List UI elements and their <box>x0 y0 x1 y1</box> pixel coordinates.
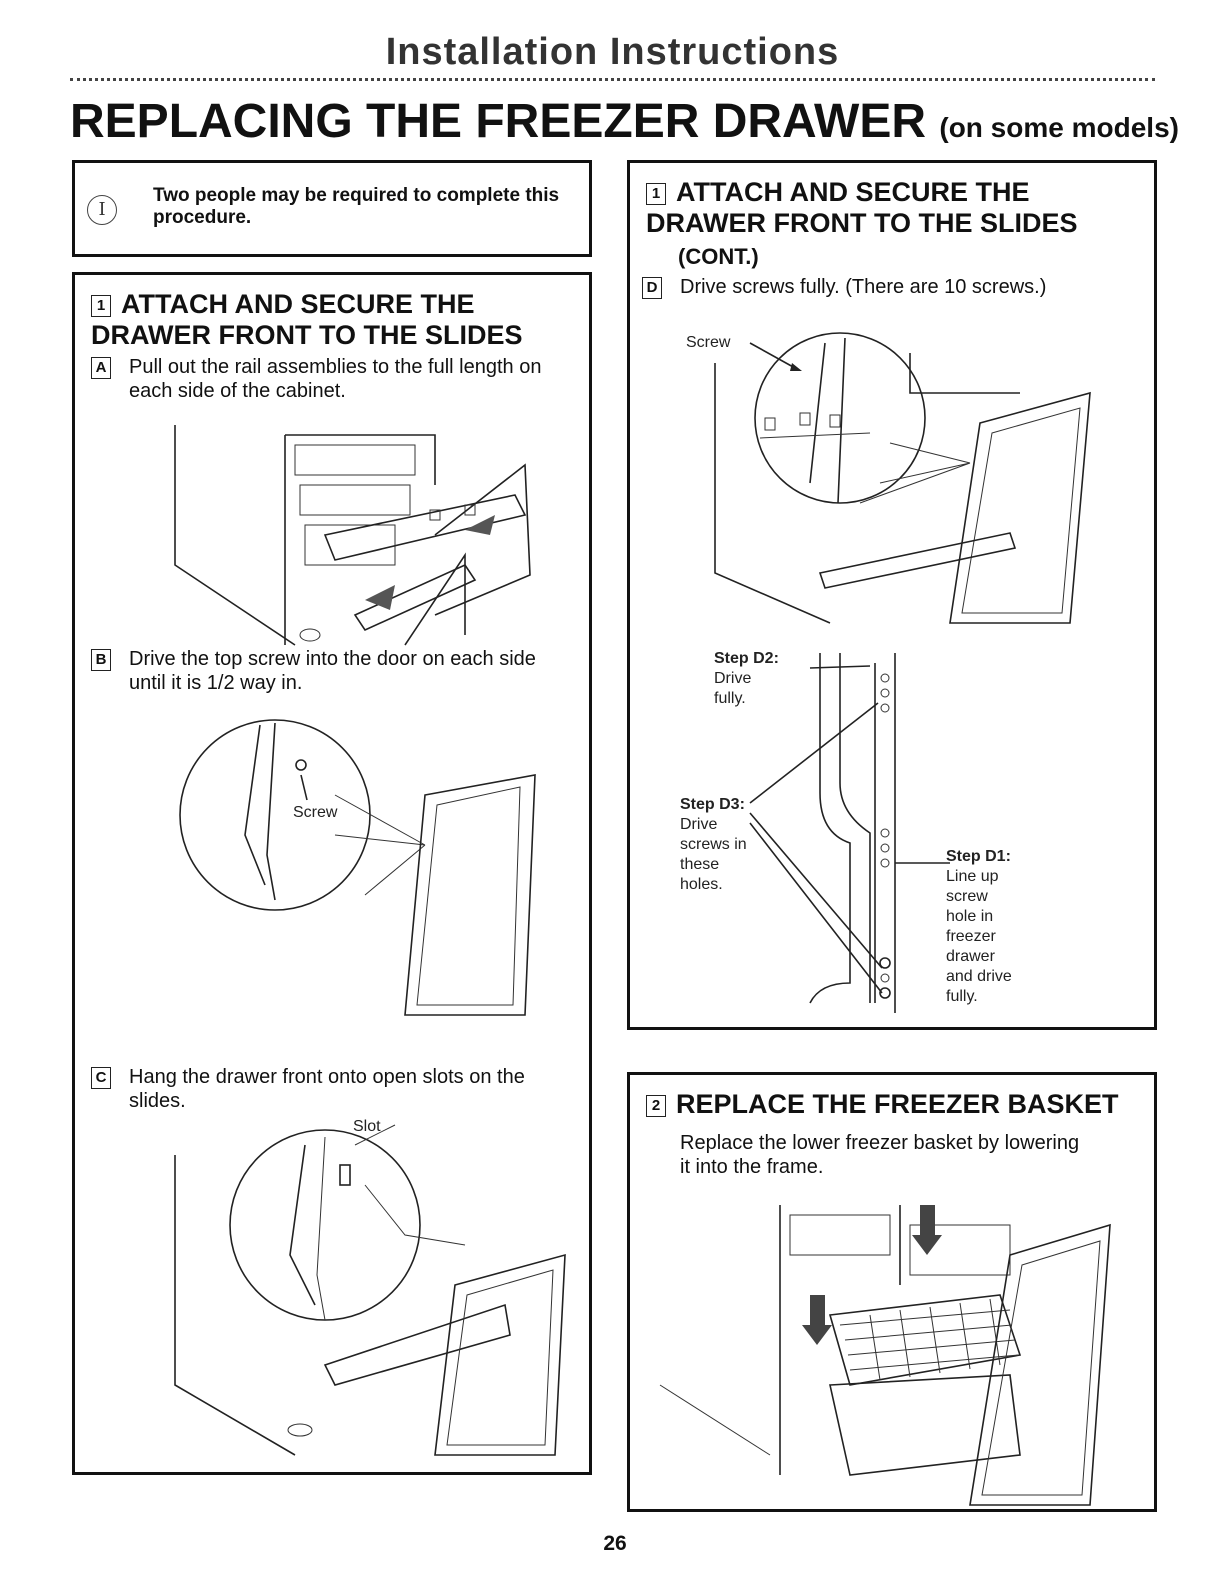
note-text: Two people may be required to complete t… <box>153 185 560 228</box>
section-title: REPLACING THE FREEZER DRAWER (on some mo… <box>70 92 1179 152</box>
info-circle-icon: I <box>87 195 117 225</box>
step-d3-title: Step D3: <box>680 796 745 813</box>
section-subtitle: (on some models) <box>939 112 1179 143</box>
step-d2-title: Step D2: <box>714 650 779 667</box>
substep-d: D Drive screws fully. (There are 10 scre… <box>642 275 1046 299</box>
substep-b-letter: B <box>91 649 111 671</box>
step-d1-text: Line up screw hole in freezer drawer and… <box>946 868 1012 1005</box>
step2-title: REPLACE THE FREEZER BASKET <box>676 1089 1119 1119</box>
label-screw-d: Screw <box>686 334 731 351</box>
callout-leader-lines <box>749 665 950 994</box>
step1-cont-label: (CONT.) <box>678 244 759 269</box>
label-step-d3: Step D3: Drive screws in these holes. <box>680 795 760 895</box>
label-screw-b: Screw <box>293 804 338 821</box>
label-slot: Slot <box>353 1118 381 1135</box>
substep-c: C Hang the drawer front onto open slots … <box>91 1065 525 1112</box>
step-d2-text: Drive fully. <box>714 670 752 707</box>
substep-c-text: Hang the drawer front onto open slots on… <box>129 1066 525 1112</box>
label-step-d1: Step D1: Line up screw hole in freezer d… <box>946 847 1016 1007</box>
illustration-top-screw <box>179 719 536 1016</box>
substep-a-text: Pull out the rail assemblies to the full… <box>129 356 542 402</box>
step-d3-text: Drive screws in these holes. <box>680 816 747 893</box>
illustration-rail-assemblies <box>174 425 531 646</box>
substep-c-letter: C <box>91 1067 111 1089</box>
step2-panel: 2 REPLACE THE FREEZER BASKET Replace the … <box>627 1072 1157 1512</box>
step1-cont-number: 1 <box>646 183 666 205</box>
illustration-hang-drawer <box>174 1124 566 1456</box>
step2-heading: 2 REPLACE THE FREEZER BASKET <box>646 1089 1146 1120</box>
substep-b: B Drive the top screw into the door on e… <box>91 647 536 694</box>
step1-title: ATTACH AND SECURE THE DRAWER FRONT TO TH… <box>91 289 523 350</box>
page-number: 26 <box>603 1532 627 1555</box>
substep-d-letter: D <box>642 277 662 299</box>
illustration-drive-screws <box>714 332 1091 624</box>
step2-text: Replace the lower freezer basket by lowe… <box>680 1132 1080 1178</box>
section-title-text: REPLACING THE FREEZER DRAWER <box>70 95 927 148</box>
header-title: Installation Instructions <box>385 31 840 73</box>
page-header: Installation Instructions <box>70 30 1155 81</box>
illustration-rail-detail <box>809 653 896 1013</box>
step1-cont-title: ATTACH AND SECURE THE DRAWER FRONT TO TH… <box>646 177 1078 238</box>
substep-a-letter: A <box>91 357 111 379</box>
step1-number: 1 <box>91 295 111 317</box>
illustration-freezer-basket <box>659 1205 1111 1506</box>
step2-number: 2 <box>646 1095 666 1117</box>
substep-b-text: Drive the top screw into the door on eac… <box>129 648 536 694</box>
substep-d-text: Drive screws fully. (There are 10 screws… <box>680 276 1047 298</box>
label-step-d2: Step D2: Drive fully. <box>714 649 779 709</box>
note-box: I Two people may be required to complete… <box>72 160 592 257</box>
substep-a: A Pull out the rail assemblies to the fu… <box>91 355 541 402</box>
step-d1-title: Step D1: <box>946 848 1011 865</box>
